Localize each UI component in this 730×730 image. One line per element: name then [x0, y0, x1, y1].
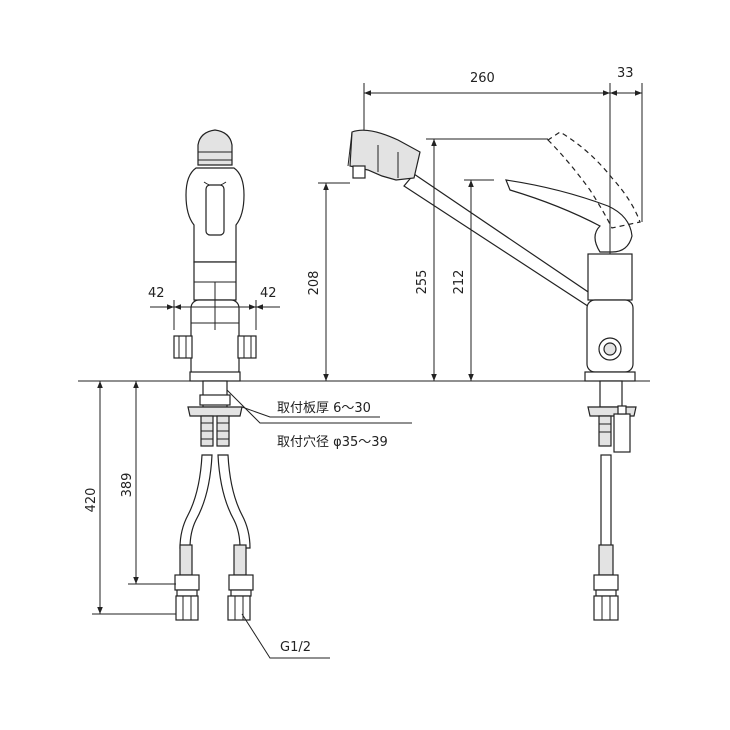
dim-208: 208: [307, 271, 322, 296]
front-base: [189, 371, 241, 382]
front-left-nut: [173, 335, 193, 359]
side-lever-raised: [547, 131, 641, 229]
note-hole-diameter: 取付穴径 φ35～39: [277, 435, 388, 450]
dim-260: 260: [470, 71, 495, 86]
dim-420: 420: [84, 488, 99, 513]
note-plate-thickness: 取付板厚 6～30: [277, 401, 371, 416]
side-spray-head: [349, 129, 421, 181]
front-right-nut: [237, 335, 257, 359]
side-body-upper: [587, 253, 633, 301]
front-left-nut-bottom: [174, 574, 200, 591]
side-shutoff: [613, 413, 631, 453]
dim-255: 255: [415, 270, 430, 295]
dim-389: 389: [120, 473, 135, 498]
side-lever: [505, 179, 633, 253]
front-hose-right: [217, 454, 251, 549]
front-view: [173, 129, 257, 621]
dim-front-right: 42: [260, 286, 277, 301]
note-thread-size: G1/2: [280, 640, 311, 655]
side-view: [347, 129, 641, 621]
dim-212: 212: [452, 270, 467, 295]
front-handle-cap: [197, 129, 233, 166]
dim-33: 33: [617, 66, 634, 81]
side-body-lower: [586, 299, 634, 373]
front-right-nut-bottom: [228, 574, 254, 591]
front-hose-left: [179, 454, 213, 549]
dim-front-left: 42: [148, 286, 165, 301]
